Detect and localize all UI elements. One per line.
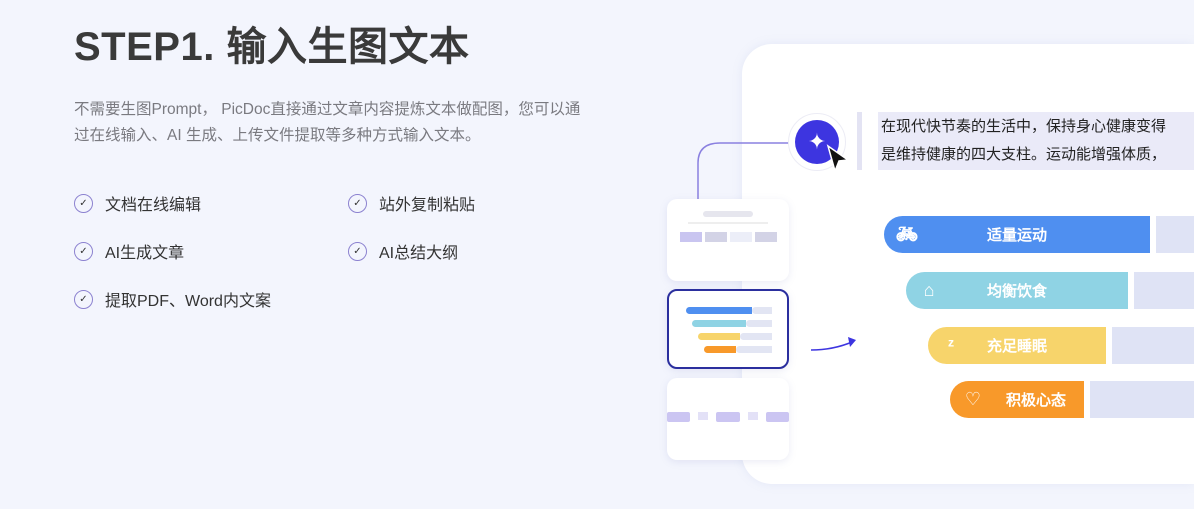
bar-label: 充足睡眠 (986, 338, 1047, 355)
input-text: 在现代快节奏的生活中，保持身心健康变得是维持健康的四大支柱。运动能增强体质， (878, 112, 1194, 170)
text-line: 在现代快节奏的生活中，保持身心健康变得 (881, 118, 1167, 135)
arrow-icon (810, 337, 856, 351)
check-icon: ✓ (348, 193, 367, 213)
feature-item: ✓ 提取PDF、Word内文案 (74, 287, 271, 311)
bar-item: ᶻ 充足睡眠 (928, 327, 1106, 364)
hearts-icon: ♡ (964, 389, 982, 409)
check-icon: ✓ (74, 289, 93, 309)
check-icon: ✓ (74, 193, 93, 213)
cursor-icon (826, 144, 850, 174)
bar-track (1156, 216, 1194, 253)
preview-card (742, 44, 1194, 484)
bar-label: 均衡饮食 (986, 283, 1047, 300)
connector-line (697, 142, 795, 208)
template-thumb-flow[interactable] (667, 378, 790, 460)
feature-item: ✓ 站外复制粘贴 (348, 191, 475, 215)
page-title: STEP1. 输入生图文本 (74, 25, 470, 69)
template-thumb-arrows[interactable] (667, 199, 789, 281)
bar-track (1090, 381, 1194, 418)
bar-item: 🚲︎ 适量运动 (884, 216, 1150, 253)
feature-label: 站外复制粘贴 (379, 197, 476, 214)
cupcake-icon: ⌂ (923, 280, 935, 300)
description: 不需要生图Prompt， PicDoc直接通过文章内容提炼文本做配图，您可以通过… (74, 101, 581, 144)
quote-bar (857, 112, 862, 170)
feature-label: 提取PDF、Word内文案 (105, 293, 271, 310)
feature-item: ✓ AI生成文章 (74, 239, 184, 263)
feature-label: AI生成文章 (105, 245, 185, 262)
bicycle-icon: 🚲︎ (895, 224, 919, 244)
text-line: 是维持健康的四大支柱。运动能增强体质， (881, 146, 1167, 163)
bar-track (1112, 327, 1194, 364)
bar-item: ♡ 积极心态 (950, 381, 1084, 418)
bar-track (1134, 272, 1194, 309)
sparkle-icon: ✦ (795, 120, 839, 164)
feature-item: ✓ AI总结大纲 (348, 239, 458, 263)
check-icon: ✓ (348, 241, 367, 261)
bar-label: 积极心态 (1005, 392, 1066, 409)
check-icon: ✓ (74, 241, 93, 261)
feature-item: ✓ 文档在线编辑 (74, 191, 201, 215)
bar-label: 适量运动 (986, 227, 1047, 244)
feature-label: 文档在线编辑 (105, 197, 202, 214)
feature-label: AI总结大纲 (379, 245, 459, 262)
template-thumb-bars[interactable] (667, 289, 789, 369)
bar-item: ⌂ 均衡饮食 (906, 272, 1128, 309)
ai-button[interactable]: ✦ (788, 113, 846, 171)
sleep-icon: ᶻ (947, 335, 955, 355)
